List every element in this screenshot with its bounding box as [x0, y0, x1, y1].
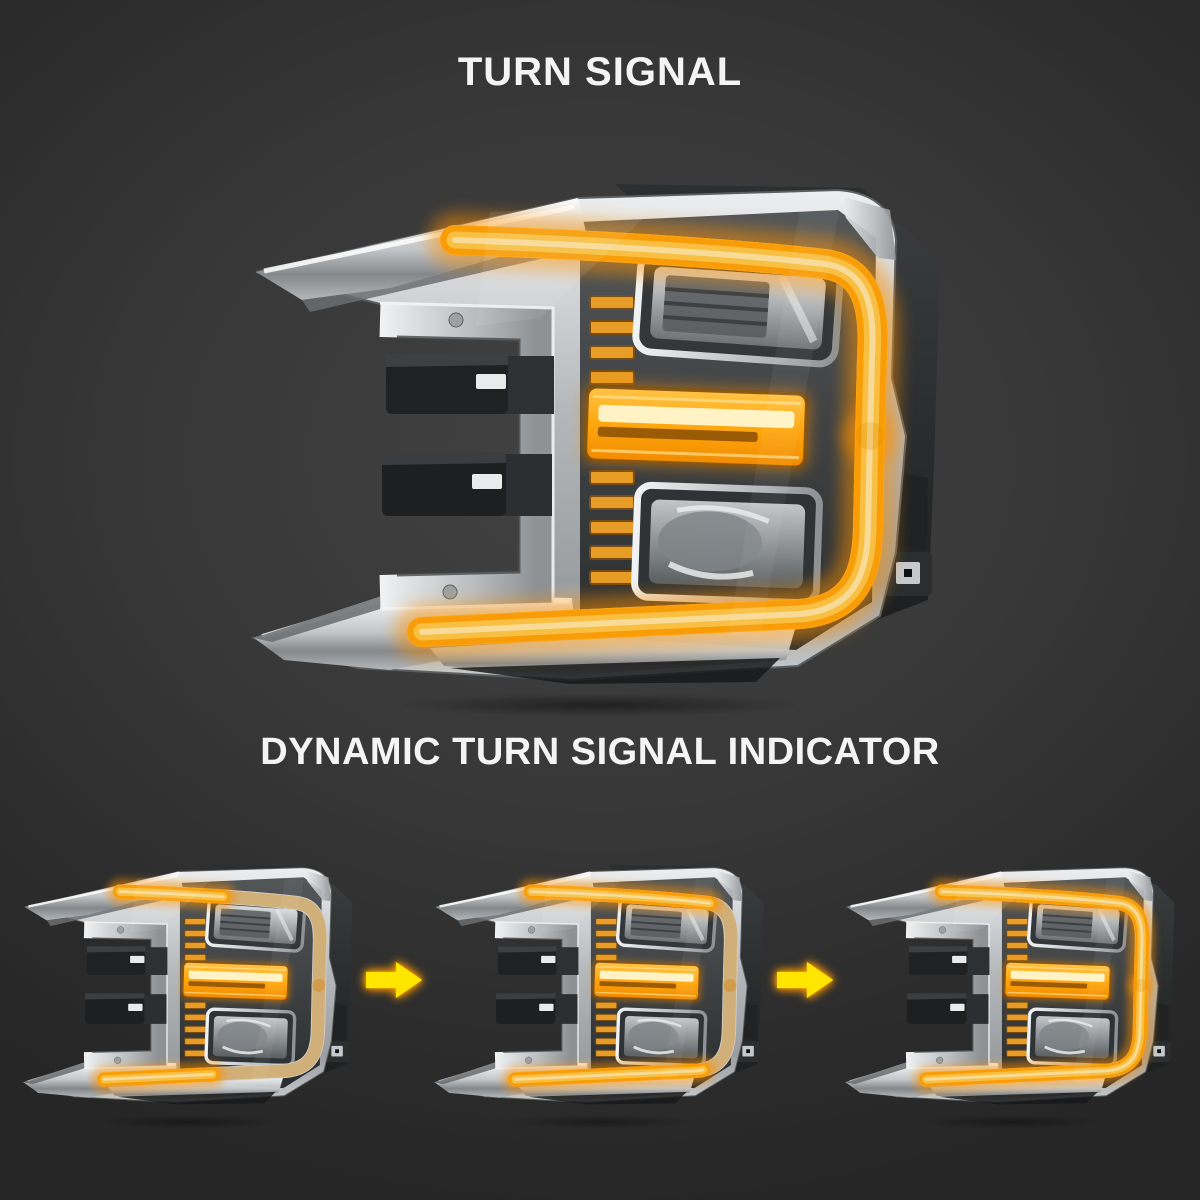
- headlight-hero-image: [240, 168, 960, 708]
- right-arrow-shape: [365, 961, 422, 999]
- sequence-stage-3: [839, 857, 1184, 1132]
- right-arrow-icon: [776, 960, 835, 1000]
- right-arrow-glyph: [365, 961, 422, 999]
- page-title: TURN SIGNAL: [457, 50, 743, 94]
- right-arrow-icon: [365, 960, 424, 1000]
- headlight-stage-3: [839, 857, 1184, 1116]
- right-arrow-glyph: [776, 961, 833, 999]
- section-subtitle: DYNAMIC TURN SIGNAL INDICATOR: [260, 731, 940, 773]
- sequence-stage-2: [428, 857, 773, 1132]
- hero-floor-shadow: [310, 688, 890, 722]
- headlight-stage-2: [428, 857, 773, 1116]
- turn-signal-sequence-row: [0, 846, 1200, 1132]
- right-arrow-shape: [776, 961, 833, 999]
- sequence-stage-1: [17, 857, 362, 1132]
- headlight-illustration: [240, 168, 960, 708]
- headlight-stage-1: [17, 857, 362, 1116]
